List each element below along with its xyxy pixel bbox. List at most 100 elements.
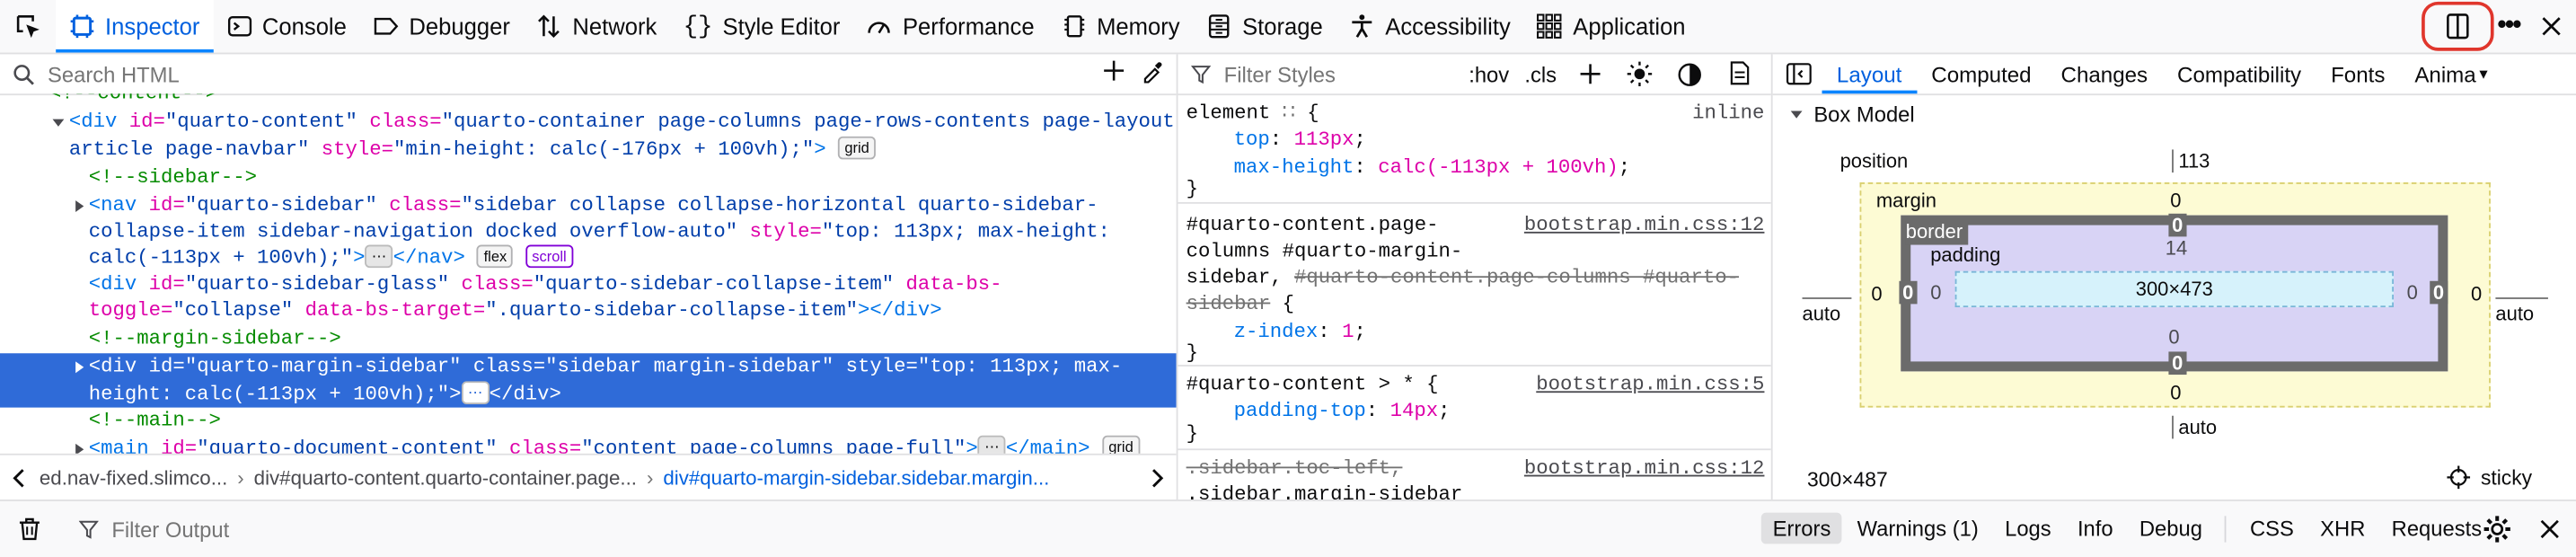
filter-requests-button[interactable]: Requests bbox=[2391, 516, 2483, 541]
markup-line-comment-margin[interactable]: <!--margin-sidebar--> bbox=[0, 325, 1177, 352]
tab-style-editor[interactable]: {} Style Editor bbox=[670, 0, 853, 53]
grid-badge[interactable]: grid bbox=[838, 136, 877, 160]
chevron-right-icon[interactable] bbox=[1147, 466, 1167, 490]
tab-compatibility[interactable]: Compatibility bbox=[2177, 61, 2302, 87]
close-icon[interactable] bbox=[2538, 517, 2562, 541]
collapsed-twisty-icon[interactable] bbox=[72, 199, 86, 213]
position-left-value[interactable]: auto bbox=[1802, 297, 1852, 325]
position-bottom-value[interactable]: auto bbox=[2172, 415, 2217, 439]
tab-network[interactable]: Network bbox=[524, 0, 670, 53]
element-picker-button[interactable] bbox=[0, 0, 56, 53]
rule-source-link[interactable]: bootstrap.min.css:12 bbox=[1523, 213, 1765, 237]
padding-bottom-value[interactable]: 0 bbox=[2168, 325, 2180, 349]
grid-badge[interactable]: grid bbox=[1101, 435, 1141, 457]
filter-info-button[interactable]: Info bbox=[2077, 516, 2113, 541]
rule-selector[interactable]: element ∷ { bbox=[1187, 101, 1319, 128]
tab-animations[interactable]: Anima bbox=[2414, 61, 2476, 87]
close-devtools-button[interactable] bbox=[2530, 4, 2573, 48]
rule-selector[interactable]: .sidebar.toc-left, bbox=[1186, 456, 1403, 481]
property-value[interactable]: 14px bbox=[1389, 399, 1439, 423]
scroll-badge[interactable]: scroll bbox=[525, 244, 574, 269]
tab-layout[interactable]: Layout bbox=[1822, 54, 1916, 93]
property-value[interactable]: 1 bbox=[1342, 320, 1354, 344]
collapsed-twisty-icon[interactable] bbox=[72, 442, 86, 456]
collapsed-children-badge[interactable]: ⋯ bbox=[977, 435, 1006, 457]
position-right-value[interactable]: auto bbox=[2495, 297, 2548, 325]
add-node-icon[interactable] bbox=[1100, 57, 1126, 84]
markup-line-margin-sidebar-selected[interactable]: <div id="quarto-margin-sidebar" class="s… bbox=[0, 353, 1177, 408]
padding-left-value[interactable]: 0 bbox=[1930, 280, 1942, 305]
padding-top-value[interactable]: 14 bbox=[2165, 236, 2188, 260]
eyedropper-icon[interactable] bbox=[1140, 57, 1166, 84]
dark-theme-icon[interactable] bbox=[1678, 63, 1702, 87]
chevron-left-icon[interactable] bbox=[10, 466, 30, 490]
add-rule-icon[interactable] bbox=[1579, 63, 1602, 86]
expanded-twisty-icon[interactable] bbox=[51, 115, 66, 129]
gear-icon[interactable] bbox=[2483, 515, 2512, 544]
collapsed-twisty-icon[interactable] bbox=[72, 360, 86, 375]
property-value[interactable]: 113px bbox=[1293, 128, 1354, 152]
markup-line-comment-sidebar[interactable]: <!--sidebar--> bbox=[0, 164, 1177, 191]
flex-badge[interactable]: flex bbox=[477, 244, 514, 269]
border-top-value[interactable]: 0 bbox=[2168, 213, 2186, 237]
property-value[interactable]: calc(-113px + 100vh) bbox=[1378, 155, 1619, 180]
filter-xhr-button[interactable]: XHR bbox=[2320, 516, 2366, 541]
filter-warnings-button[interactable]: Warnings (1) bbox=[1857, 516, 1979, 541]
tab-performance[interactable]: Performance bbox=[853, 0, 1047, 53]
tab-memory[interactable]: Memory bbox=[1047, 0, 1193, 53]
trash-icon[interactable] bbox=[16, 516, 42, 542]
filter-styles-input[interactable] bbox=[1221, 59, 1474, 88]
declaration-top[interactable]: top: 113px; bbox=[1233, 128, 1366, 152]
border-left-value[interactable]: 0 bbox=[1899, 280, 1917, 305]
dock-toggle-button[interactable] bbox=[2437, 4, 2480, 48]
tab-fonts[interactable]: Fonts bbox=[2331, 61, 2386, 87]
markup-line-main[interactable]: <main id="quarto-document-content" class… bbox=[0, 435, 1177, 457]
tab-changes[interactable]: Changes bbox=[2060, 61, 2148, 87]
markup-line-comment-main[interactable]: <!--main--> bbox=[0, 408, 1177, 435]
border-right-value[interactable]: 0 bbox=[2430, 280, 2448, 305]
tab-computed[interactable]: Computed bbox=[1931, 61, 2032, 87]
filter-debug-button[interactable]: Debug bbox=[2139, 516, 2202, 541]
filter-css-button[interactable]: CSS bbox=[2250, 516, 2294, 541]
grid-highlighter-icon[interactable]: ∷ bbox=[1282, 102, 1295, 126]
class-toggle[interactable]: .cls bbox=[1524, 62, 1557, 87]
rule-source-link[interactable]: bootstrap.min.css:5 bbox=[1536, 373, 1765, 396]
search-html-input[interactable] bbox=[44, 59, 1037, 88]
markup-line-glass[interactable]: <div id="quarto-sidebar-glass" class="qu… bbox=[0, 271, 1177, 298]
hover-state-toggle[interactable]: :hov bbox=[1469, 62, 1510, 87]
breadcrumb-item[interactable]: div#quarto-content.quarto-container.page… bbox=[253, 465, 638, 490]
breadcrumb-item[interactable]: ed.nav-fixed.slimco... bbox=[39, 465, 228, 490]
tab-console[interactable]: Console bbox=[213, 0, 359, 53]
rule-selector[interactable]: #quarto-content.page- bbox=[1186, 213, 1439, 237]
margin-left-value[interactable]: 0 bbox=[1871, 282, 1883, 306]
markup-line-nav[interactable]: <nav id="quarto-sidebar" class="sidebar … bbox=[0, 192, 1177, 219]
tab-accessibility[interactable]: Accessibility bbox=[1336, 0, 1523, 53]
light-theme-icon[interactable] bbox=[1627, 61, 1653, 87]
declaration-max-height[interactable]: max-height: calc(-113px + 100vh); bbox=[1233, 155, 1631, 180]
position-type[interactable]: sticky bbox=[2447, 465, 2532, 490]
filter-errors-button[interactable]: Errors bbox=[1760, 512, 1843, 544]
border-bottom-value[interactable]: 0 bbox=[2168, 351, 2186, 376]
breadcrumb-item-current[interactable]: div#quarto-margin-sidebar.sidebar.margin… bbox=[663, 465, 1050, 490]
more-options-button[interactable]: ••• bbox=[2487, 4, 2530, 48]
tab-storage[interactable]: Storage bbox=[1193, 0, 1336, 53]
declaration-padding-top[interactable]: padding-top: 14px; bbox=[1233, 399, 1451, 423]
filter-logs-button[interactable]: Logs bbox=[2005, 516, 2051, 541]
declaration-z-index[interactable]: z-index: 1; bbox=[1233, 320, 1366, 344]
box-model-header[interactable]: Box Model bbox=[1789, 102, 1915, 127]
tab-inspector[interactable]: Inspector bbox=[56, 0, 214, 53]
content-box[interactable]: 300×473 bbox=[1954, 270, 2394, 308]
padding-right-value[interactable]: 0 bbox=[2406, 280, 2418, 305]
toggle-pane-icon[interactable] bbox=[1786, 63, 1812, 86]
markup-line-quarto-content[interactable]: <div id="quarto-content" class="quarto-c… bbox=[0, 109, 1177, 136]
margin-bottom-value[interactable]: 0 bbox=[2170, 381, 2182, 404]
margin-right-value[interactable]: 0 bbox=[2470, 282, 2483, 306]
position-top-value[interactable]: 113 bbox=[2172, 149, 2210, 173]
tab-debugger[interactable]: Debugger bbox=[360, 0, 524, 53]
filter-output-input[interactable] bbox=[108, 515, 1101, 544]
margin-top-value[interactable]: 0 bbox=[2170, 189, 2182, 212]
rule-source-link[interactable]: bootstrap.min.css:12 bbox=[1523, 456, 1765, 481]
tabs-overflow-icon[interactable]: ▾ bbox=[2479, 65, 2488, 84]
rule-selector[interactable]: #quarto-content > * { bbox=[1187, 371, 1439, 398]
tab-application[interactable]: Application bbox=[1523, 0, 1698, 53]
